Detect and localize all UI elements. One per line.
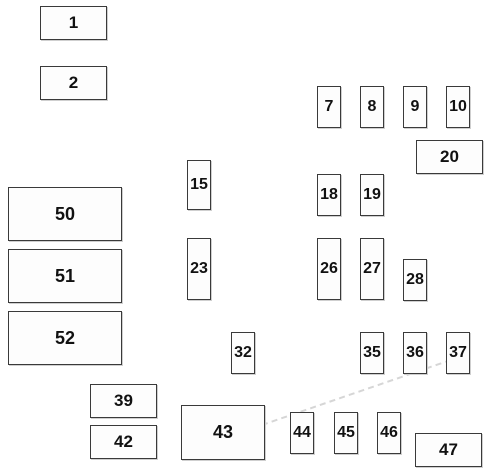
fuse-51: 51: [8, 249, 122, 303]
fuse-47: 47: [415, 433, 482, 467]
fuse-52: 52: [8, 311, 122, 365]
fuse-19: 19: [360, 174, 384, 216]
fuse-37: 37: [446, 332, 470, 374]
fuse-1: 1: [40, 6, 107, 40]
fuse-8: 8: [360, 86, 384, 128]
fuse-46: 46: [377, 412, 401, 454]
fuse-39: 39: [90, 384, 157, 418]
fuse-27: 27: [360, 238, 384, 300]
fuse-36: 36: [403, 332, 427, 374]
fuse-45: 45: [334, 412, 358, 454]
fuse-43: 43: [181, 405, 265, 460]
fuse-28: 28: [403, 259, 427, 301]
fuse-26: 26: [317, 238, 341, 300]
fuse-18: 18: [317, 174, 341, 216]
fuse-7: 7: [317, 86, 341, 128]
fuse-23: 23: [187, 238, 211, 300]
fuse-20: 20: [416, 140, 483, 174]
fuse-44: 44: [290, 412, 314, 454]
fuse-50: 50: [8, 187, 122, 241]
fuse-10: 10: [446, 86, 470, 128]
fuse-32: 32: [231, 332, 255, 374]
fuse-35: 35: [360, 332, 384, 374]
fuse-42: 42: [90, 425, 157, 459]
fuse-9: 9: [403, 86, 427, 128]
fuse-15: 15: [187, 160, 211, 210]
fuse-2: 2: [40, 66, 107, 100]
